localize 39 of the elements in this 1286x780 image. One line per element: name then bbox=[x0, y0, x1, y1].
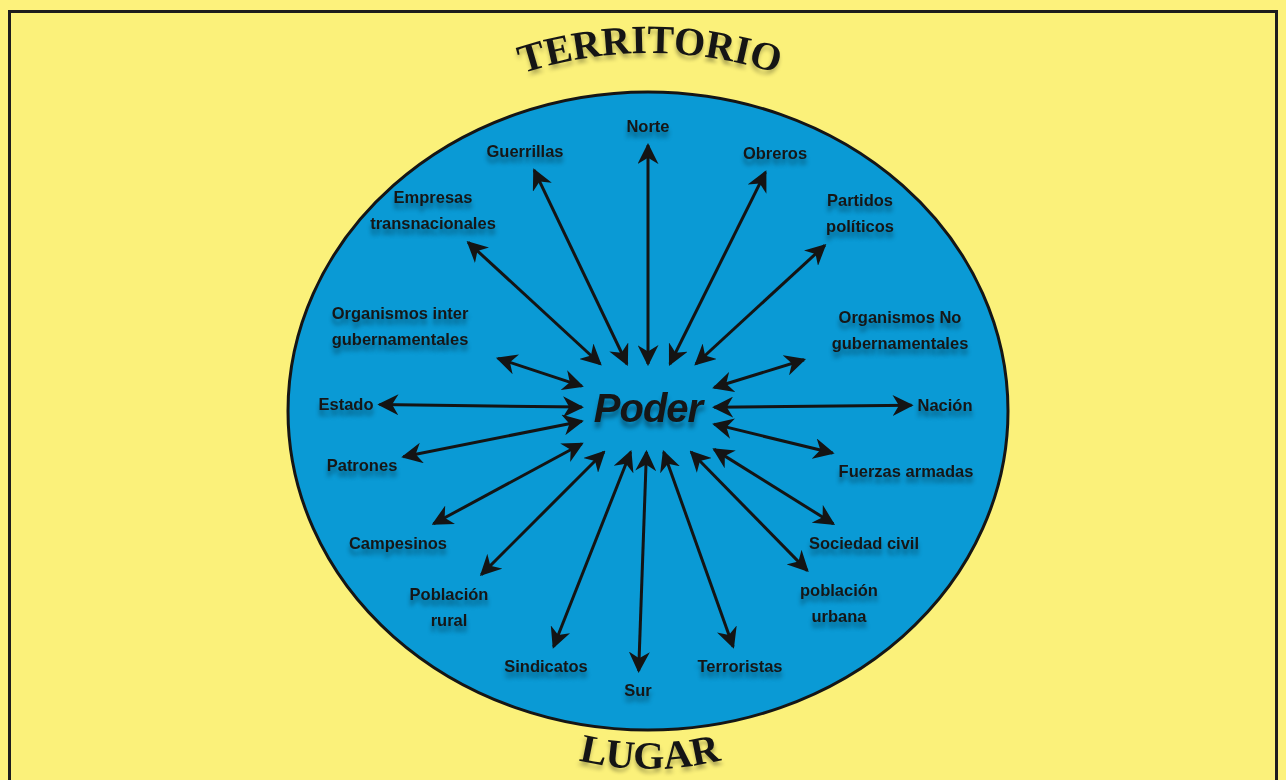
actor-label: Sindicatos bbox=[504, 652, 588, 680]
actor-label: Partidos políticos bbox=[800, 186, 920, 240]
actor-label: Población rural bbox=[394, 580, 504, 634]
double-arrow bbox=[466, 240, 602, 366]
actor-label: Nación bbox=[917, 391, 973, 419]
double-arrow bbox=[660, 450, 737, 649]
double-arrow bbox=[637, 143, 659, 367]
double-arrow bbox=[712, 448, 836, 526]
double-arrow bbox=[712, 395, 914, 418]
curved-heading: LUGAR bbox=[576, 725, 724, 778]
actor-label: Guerrillas bbox=[486, 137, 564, 165]
curved-heading: TERRITORIO bbox=[512, 16, 788, 82]
actor-label: población urbana bbox=[784, 576, 894, 630]
double-arrow bbox=[479, 450, 606, 577]
actor-label: Patrones bbox=[326, 451, 398, 479]
double-arrow bbox=[668, 170, 767, 366]
double-arrow bbox=[550, 450, 634, 649]
actor-label: Campesinos bbox=[348, 529, 448, 557]
central-concept: Poder bbox=[593, 376, 703, 440]
double-arrow bbox=[712, 355, 806, 392]
actor-label: Sociedad civil bbox=[809, 529, 919, 557]
double-arrow bbox=[495, 354, 584, 391]
double-arrow bbox=[401, 414, 584, 464]
actor-label: Sur bbox=[624, 676, 652, 704]
actor-label: Norte bbox=[626, 112, 670, 140]
double-arrow bbox=[712, 418, 835, 459]
actor-label: Obreros bbox=[742, 139, 808, 167]
actor-label: Fuerzas armadas bbox=[838, 457, 974, 485]
double-arrow bbox=[532, 168, 629, 366]
double-arrow bbox=[694, 243, 827, 366]
actor-label: Estado bbox=[318, 390, 374, 418]
double-arrow bbox=[377, 394, 584, 418]
actor-label: Organismos No gubernamentales bbox=[810, 303, 990, 357]
actor-label: Terroristas bbox=[697, 652, 783, 680]
actor-label: Organismos inter gubernamentales bbox=[305, 299, 495, 353]
actor-label: Empresas transnacionales bbox=[348, 183, 518, 237]
double-arrow bbox=[689, 450, 809, 573]
double-arrow bbox=[431, 442, 584, 526]
double-arrow bbox=[628, 449, 657, 673]
